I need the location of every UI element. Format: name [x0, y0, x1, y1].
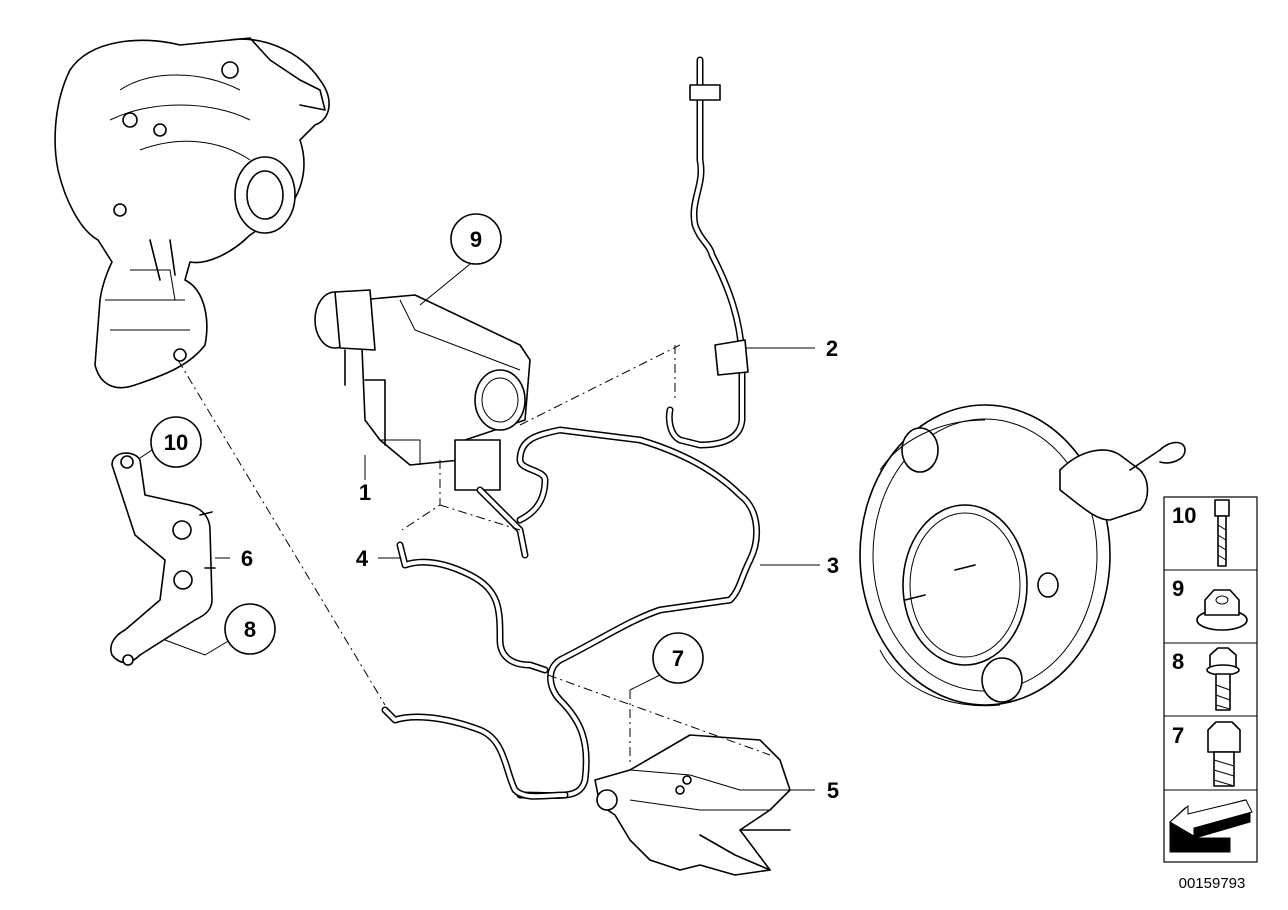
callout-1: 1: [359, 480, 371, 505]
callout-5: 5: [827, 778, 839, 803]
pressure-converter-drawing: [314, 289, 531, 491]
legend-item-7: 7: [1172, 721, 1241, 787]
callout-8: 8: [224, 603, 276, 655]
flange-nut-icon: [1196, 589, 1248, 631]
assembly-lines: [177, 344, 771, 765]
legend-item-8-label: 8: [1172, 649, 1184, 674]
hex-flange-bolt-icon: [1206, 647, 1240, 711]
callout-2-text: 2: [826, 336, 838, 361]
leader-lines: [139, 259, 820, 791]
callout-8-text: 8: [244, 617, 256, 642]
legend-item-7-label: 7: [1172, 723, 1184, 748]
vacuum-hoses: [381, 56, 761, 800]
callout-9-text: 9: [470, 227, 482, 252]
turbocharger-drawing: [54, 37, 330, 389]
brake-booster-drawing: [859, 404, 1186, 707]
callout-labels: 9 1 2 3 4 5 6 7 8 10: [150, 213, 839, 803]
callout-10: 10: [150, 416, 202, 468]
callout-7: 7: [652, 632, 704, 684]
fastener-legend: 10 9 8 7: [1163, 496, 1258, 863]
legend-item-8: 8: [1172, 647, 1240, 711]
callout-1-text: 1: [359, 480, 371, 505]
callout-6: 6: [241, 546, 253, 571]
legend-item-9: 9: [1172, 576, 1248, 631]
callout-4: 4: [356, 546, 369, 571]
legend-item-9-label: 9: [1172, 576, 1184, 601]
vacuum-reservoir-drawing: [594, 734, 791, 876]
legend-item-10: 10: [1172, 499, 1230, 567]
direction-arrow-icon: [1169, 799, 1253, 853]
hex-bolt-icon: [1207, 721, 1241, 787]
callout-3-text: 3: [827, 553, 839, 578]
legend-item-10-label: 10: [1172, 503, 1196, 528]
callout-7-text: 7: [672, 646, 684, 671]
callout-6-text: 6: [241, 546, 253, 571]
callout-2: 2: [826, 336, 838, 361]
callout-3: 3: [827, 553, 839, 578]
callout-9: 9: [450, 213, 502, 265]
diagram-number: 00159793: [1179, 875, 1246, 892]
bracket-drawing: [110, 452, 216, 666]
socket-head-bolt-icon: [1214, 499, 1230, 567]
callout-4-text: 4: [356, 546, 369, 571]
callout-10-text: 10: [164, 430, 188, 455]
callout-5-text: 5: [827, 778, 839, 803]
